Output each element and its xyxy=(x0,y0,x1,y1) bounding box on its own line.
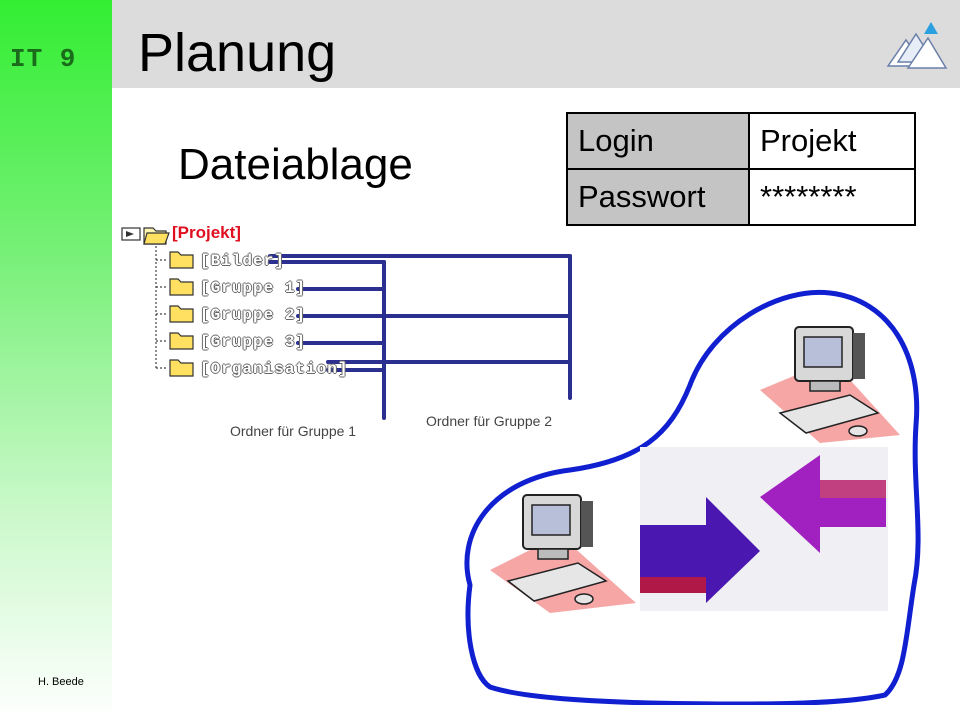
password-label: Passwort xyxy=(566,168,750,226)
login-value: Projekt xyxy=(748,112,916,170)
open-folder-icon xyxy=(143,227,170,245)
sidebar-gradient xyxy=(0,0,112,720)
tree-root-label: [Projekt] xyxy=(172,223,241,242)
course-label: IT 9 xyxy=(10,44,77,74)
folder-label-bilder: [Bilder] xyxy=(200,252,285,270)
login-label: Login xyxy=(566,112,750,170)
slide-title: Planung xyxy=(138,23,337,83)
folder-label-gruppe-3: [Gruppe 3] xyxy=(200,333,307,351)
header-band xyxy=(112,0,960,88)
password-value: ******** xyxy=(748,168,916,226)
expand-arrow-icon xyxy=(121,227,141,241)
folder-tree: [Projekt] [Bilder] [Gruppe 1] [Gruppe 2]… xyxy=(118,218,588,448)
arrow-right-icon xyxy=(640,497,760,603)
folder-icon xyxy=(169,251,194,377)
caption-gruppe-1: Ordner für Gruppe 1 xyxy=(230,423,357,439)
network-outline xyxy=(464,289,921,705)
computer-icon xyxy=(490,494,636,613)
caption-gruppe-2: Ordner für Gruppe 2 xyxy=(426,413,553,429)
pyramid-logo-icon xyxy=(886,22,948,69)
folder-label-gruppe-2: [Gruppe 2] xyxy=(200,306,307,324)
section-subtitle: Dateiablage xyxy=(178,140,413,189)
author-footer: H. Beede xyxy=(38,676,84,688)
folder-label-gruppe-1: [Gruppe 1] xyxy=(200,279,307,297)
login-table: Login Projekt Passwort ******** xyxy=(566,112,916,226)
network-illustration xyxy=(464,289,921,705)
computer-icon xyxy=(760,326,900,443)
table-row: Passwort ******** xyxy=(566,168,916,226)
folder-label-organisation: [Organisation] xyxy=(200,360,349,378)
tree-connectors xyxy=(121,227,572,420)
arrow-left-icon xyxy=(760,455,886,553)
table-row: Login Projekt xyxy=(566,112,916,170)
